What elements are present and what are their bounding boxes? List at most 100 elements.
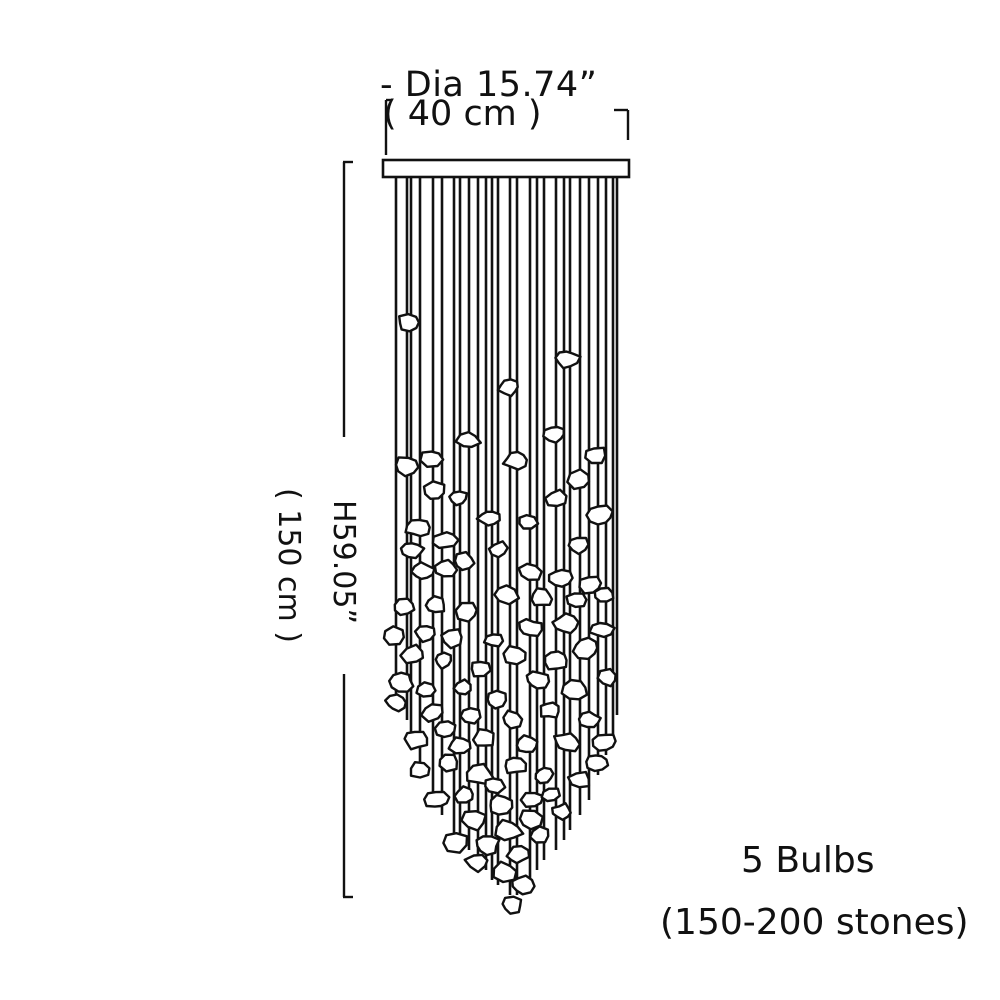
stone [540,787,561,803]
stone [447,736,472,755]
stone [585,754,610,773]
stone [459,707,482,725]
stone [528,825,550,844]
stone [578,575,603,595]
stone [410,561,436,581]
stone [471,728,495,747]
stone [518,809,544,831]
stone [475,510,501,527]
stone [454,601,478,623]
stone [517,562,543,581]
stone [493,584,521,606]
stone [577,710,602,729]
stone [547,568,574,588]
stone [470,660,492,678]
stone [475,835,501,857]
stone [434,651,453,671]
stone [596,667,617,688]
stone [539,701,560,719]
stone [484,777,507,795]
stone [433,720,457,739]
stone [438,753,459,773]
stone [501,895,523,915]
stone [422,480,446,500]
stone [544,488,568,508]
stone [424,595,446,614]
stone [489,793,514,816]
stone [419,450,445,468]
stone [454,430,482,449]
stone [409,761,431,779]
hanging-rods [394,177,619,895]
stone [504,756,528,775]
stone [519,791,545,808]
stone [460,810,487,832]
stone [442,832,469,854]
stone [542,425,565,444]
dimension-lines [342,98,630,899]
stone [399,643,425,665]
stone [448,490,469,507]
stone [571,636,599,661]
stone [403,730,429,751]
stone [566,468,591,491]
height-imperial-label: H59.05” [326,500,361,624]
stone [404,518,431,538]
stone [525,670,551,690]
stone [393,597,416,617]
stone-count-label: (150-200 stones) [660,902,969,943]
stone [543,650,568,671]
stone [452,678,472,696]
stone [494,818,525,842]
stone [453,550,476,572]
stone [501,450,528,471]
stone [384,693,407,713]
stone [502,709,524,730]
stone [518,617,544,638]
bulb-count-label: 5 Bulbs [741,840,875,881]
stone [530,587,554,607]
stone [463,853,489,874]
stone [482,633,505,648]
stone [551,612,580,635]
stone [502,644,527,666]
stone [515,734,539,754]
crystal-stones [382,312,617,915]
stone [433,558,459,578]
stone [565,592,588,609]
stone [567,536,590,556]
stone [431,531,460,550]
stone [415,681,437,698]
stone [382,625,405,646]
stone [413,625,436,644]
stone [487,540,509,559]
stone [453,785,474,804]
stone [399,542,426,560]
stone [534,766,555,785]
stone [588,621,616,639]
height-metric-label: ( 150 cm ) [271,488,306,643]
stone [492,860,518,884]
stone [566,770,591,789]
diameter-metric-label: ( 40 cm ) [383,94,542,134]
stone [505,844,531,865]
stone [553,732,582,753]
ceiling-canopy [381,158,631,179]
stone [518,513,540,530]
stone [394,456,420,478]
stone [593,586,615,603]
stone [511,874,536,896]
stone [496,378,519,398]
stone [388,671,415,693]
stone [560,678,589,701]
stone [486,689,508,710]
stone [584,446,607,465]
stone [551,802,572,821]
stone [585,504,614,526]
stone [554,350,582,370]
diameter-imperial-label: - Dia 15.74” [380,65,598,105]
stone [591,733,617,752]
stone [423,790,451,808]
stone [440,628,463,650]
